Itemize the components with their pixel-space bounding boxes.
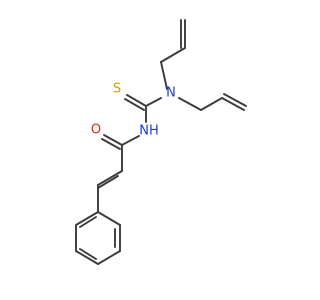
bond-c-s-double-1 (126, 94, 147, 107)
atom-nitrogen-amine: N (166, 86, 176, 101)
bond-alkene-double-1 (97, 170, 123, 186)
bond-phenyl-6 (75, 211, 99, 226)
bond-n-c-thio (145, 97, 162, 107)
bond-n-ch2-upper (160, 61, 168, 90)
bond-phenyl-inner-2 (79, 248, 97, 260)
bonds (75, 19, 247, 265)
bond-nh-c-carbonyl (121, 135, 140, 146)
bond-phenyl-4 (75, 250, 99, 265)
bond-phenyl-1 (97, 211, 121, 226)
bond-ch-ch2-lower-double-1 (221, 97, 245, 111)
bond-c-o-double-2 (101, 138, 121, 150)
bond-c-s-double-2 (124, 98, 145, 111)
atom-nitrogen-amide: NH (139, 124, 159, 139)
atom-sulfur: S (113, 82, 121, 97)
bond-n-ch2-lower (178, 97, 202, 111)
molecule-structure: S N NH O (75, 19, 247, 265)
bond-ch-ch2-lower-double-2 (223, 93, 247, 107)
atom-oxygen: O (91, 123, 101, 138)
bond-alkene-double-2 (97, 175, 119, 189)
bond-c-o-double-1 (103, 134, 123, 146)
bond-phenyl-3 (97, 250, 121, 265)
bond-ch2-ch-lower (200, 97, 223, 111)
bond-ch2-ch-upper (160, 47, 186, 63)
bond-phenyl-inner-3 (79, 216, 97, 228)
molecule-structure-canvas: S N NH O (75, 19, 247, 265)
